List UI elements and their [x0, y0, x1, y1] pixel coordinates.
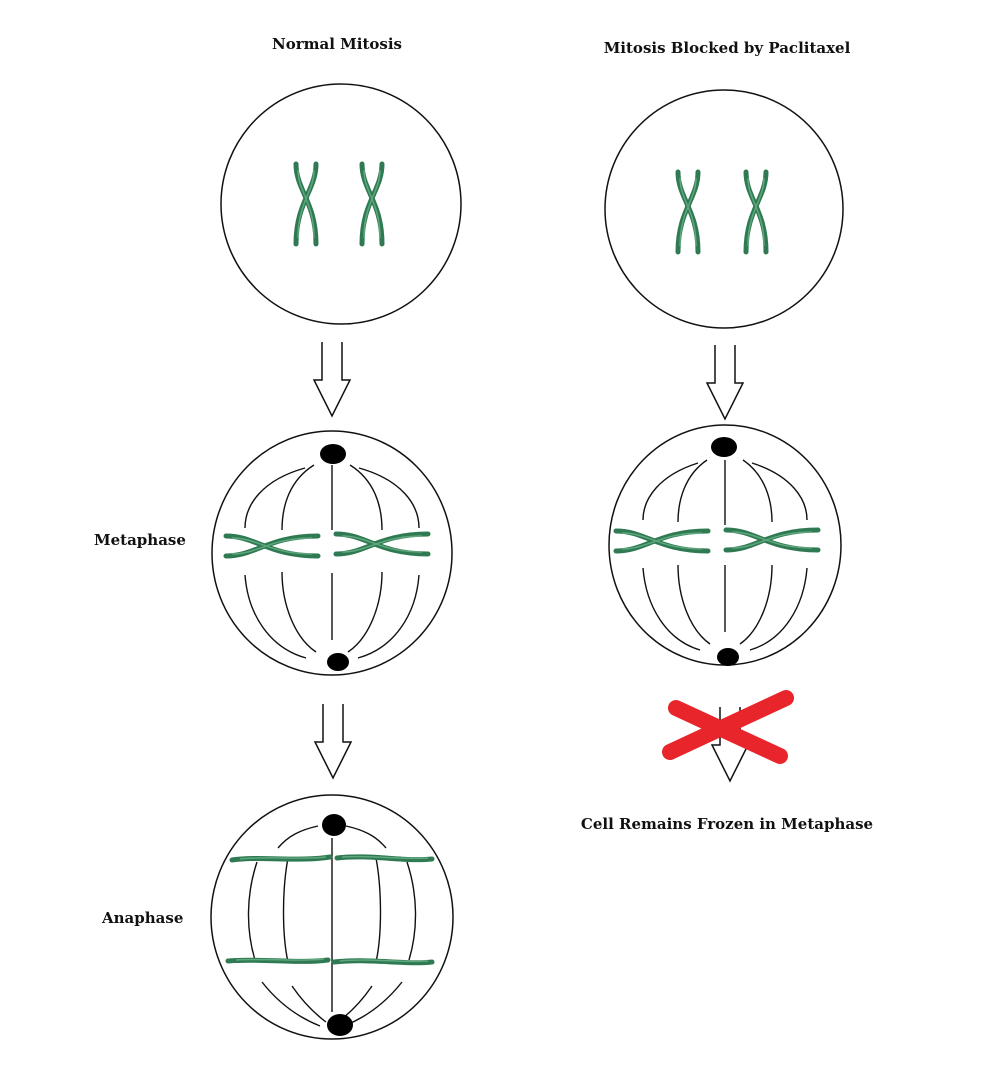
down-arrow-icon	[313, 341, 351, 417]
chromosome-x-1	[678, 172, 698, 252]
chromosome-aligned-1	[616, 531, 708, 551]
centrosome-top	[320, 444, 346, 464]
spindle-fibers	[244, 464, 420, 659]
chromatids-upper	[229, 854, 435, 863]
cell-anaphase-normal	[210, 794, 454, 1040]
chromosome-aligned-1	[226, 536, 318, 556]
down-arrow-icon	[314, 703, 352, 779]
spindle-fibers	[642, 459, 808, 651]
chromosome-aligned-2	[336, 534, 428, 554]
chromosome-aligned-2	[726, 530, 818, 550]
cell-metaphase-blocked	[608, 424, 842, 666]
cell-membrane	[210, 794, 454, 1040]
cell-membrane	[211, 430, 453, 676]
cell-membrane	[220, 83, 462, 325]
title-blocked-mitosis: Mitosis Blocked by Paclitaxel	[603, 39, 851, 57]
chromosome-x-2	[362, 164, 382, 244]
label-metaphase: Metaphase	[94, 531, 186, 549]
chromatids-lower	[225, 957, 435, 966]
blocked-transition	[662, 690, 794, 782]
chromosome-x-2	[746, 172, 766, 252]
centrosome-bottom	[717, 648, 739, 666]
cell-membrane	[604, 89, 844, 329]
cell-metaphase-normal	[211, 430, 453, 676]
label-frozen-outcome: Cell Remains Frozen in Metaphase	[580, 815, 874, 833]
centrosome-top	[711, 437, 737, 457]
centrosome-bottom	[327, 653, 349, 671]
cell-prophase-normal	[220, 83, 462, 325]
title-normal-mitosis: Normal Mitosis	[272, 35, 402, 53]
centrosome-top	[322, 814, 346, 836]
down-arrow-icon	[706, 344, 744, 420]
chromosome-x-1	[296, 164, 316, 244]
red-x-icon	[662, 690, 794, 764]
cell-prophase-blocked	[604, 89, 844, 329]
centrosome-bottom	[327, 1014, 353, 1036]
label-anaphase: Anaphase	[102, 909, 184, 927]
